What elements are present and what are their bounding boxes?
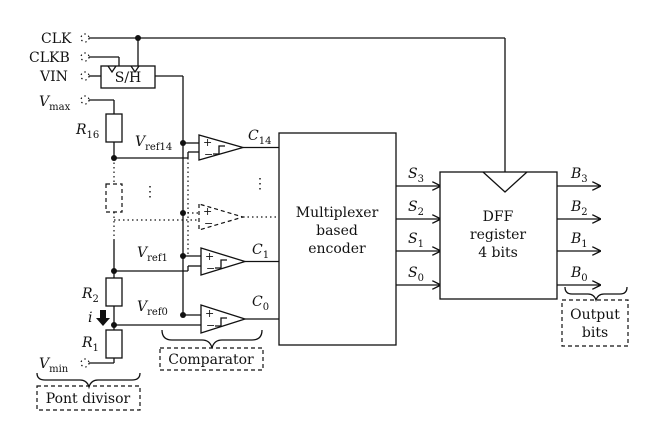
vref14-label: Vref14 — [135, 134, 172, 153]
encoder-line1: Multiplexer — [296, 205, 379, 221]
s2-label: S2 — [408, 199, 424, 218]
svg-text:−: − — [204, 217, 213, 230]
encoder-line2: based — [316, 223, 358, 239]
sample-hold-block: S/H — [100, 65, 156, 89]
svg-text:−: − — [206, 319, 215, 332]
pont-divisor-brace — [36, 372, 141, 390]
comparator-ellipsis: ⋮ — [253, 176, 267, 192]
current-arrow-icon — [96, 310, 110, 326]
vmin-terminal — [80, 358, 90, 368]
comparator-c0: + − — [200, 304, 279, 334]
encoder-block: Multiplexer based encoder — [278, 132, 397, 346]
register-block: DFF register 4 bits — [439, 171, 558, 300]
comparator-dotted: + − — [198, 203, 279, 231]
resistor-dotted — [105, 183, 123, 213]
vin-terminal — [80, 71, 90, 81]
resistor-r16 — [105, 113, 123, 143]
clk-terminal — [80, 33, 90, 43]
register-line3: 4 bits — [478, 245, 518, 261]
svg-text:+: + — [203, 205, 212, 218]
ladder-ellipsis: ⋮ — [143, 184, 157, 200]
clkb-label: CLKB — [29, 50, 70, 66]
vref0-label: Vref0 — [137, 299, 168, 318]
r1-label: R1 — [81, 335, 99, 354]
s1-label: S1 — [408, 231, 424, 250]
r16-label: R16 — [75, 122, 99, 141]
c1-label: C1 — [252, 242, 269, 261]
r2-label: R2 — [81, 286, 99, 305]
b2-label: B2 — [570, 199, 588, 218]
b1-label: B1 — [570, 231, 588, 250]
svg-text:+: + — [203, 136, 212, 149]
resistor-r1 — [105, 329, 123, 359]
resistor-r2 — [105, 277, 123, 307]
resistor-ladder — [89, 99, 123, 364]
clkb-terminal — [80, 52, 90, 62]
svg-text:+: + — [205, 307, 214, 320]
output-bits-brace — [564, 286, 628, 303]
reference-wires — [114, 140, 201, 326]
clock-wires — [89, 35, 506, 315]
comparator-brace — [161, 329, 263, 349]
output-bits-line2: bits — [582, 325, 608, 341]
svg-text:−: − — [204, 148, 213, 161]
comparator-c14: + − — [198, 134, 279, 161]
s3-label: S3 — [408, 166, 424, 185]
pont-divisor-group-box — [36, 385, 141, 411]
b0-label: B0 — [570, 265, 588, 284]
c14-label: C14 — [248, 128, 271, 147]
vmin-label: Vmin — [39, 356, 69, 375]
svg-text:−: − — [206, 262, 215, 275]
vref1-label: Vref1 — [137, 245, 168, 264]
vin-label: VIN — [39, 69, 68, 85]
comparator-c1: + − — [200, 247, 279, 276]
comparator-group-box — [159, 347, 264, 371]
clk-label: CLK — [41, 31, 72, 47]
encoder-output-wires — [396, 186, 440, 285]
register-line1: DFF — [483, 209, 514, 225]
vmax-terminal — [80, 95, 90, 105]
vmax-label: Vmax — [39, 94, 71, 113]
register-line2: register — [470, 227, 527, 243]
s0-label: S0 — [408, 265, 424, 284]
c0-label: C0 — [252, 294, 269, 313]
output-bits-line1: Output — [570, 307, 620, 323]
encoder-line3: encoder — [308, 241, 366, 257]
pont-divisor-group-label: Pont divisor — [46, 391, 131, 407]
b3-label: B3 — [570, 166, 588, 185]
comparator-group-label: Comparator — [168, 352, 254, 368]
current-label: i — [88, 310, 92, 326]
register-output-wires — [557, 186, 600, 285]
sample-hold-label: S/H — [115, 70, 142, 86]
svg-text:+: + — [205, 250, 214, 263]
